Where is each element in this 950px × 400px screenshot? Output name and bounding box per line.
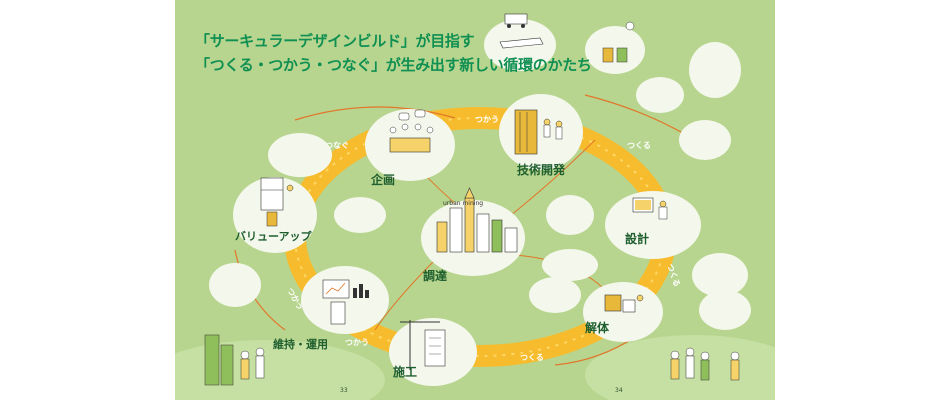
stage-label-gijutsu: 技術開発 — [517, 162, 566, 177]
satellite-bubble — [268, 133, 332, 177]
valueup-illustration — [260, 177, 294, 227]
urban-mining-label: urban mining — [443, 200, 483, 207]
title-line-2: 「つくる・つかう・つなぐ」が生み出す新しい循環のかたち — [195, 56, 592, 74]
page-number-right: 34 — [615, 387, 623, 394]
satellite-bubble — [585, 26, 645, 74]
satellite-bubble — [689, 42, 741, 98]
cycle-label: つくる — [520, 353, 544, 362]
spread-page: つかう つくる つくる つくる つかう つかう つなぐ — [175, 0, 775, 400]
tech-illustration — [514, 109, 563, 155]
satellite-bubble — [699, 290, 751, 330]
city-illustration — [436, 187, 518, 253]
cycle-diagram: つかう つくる つくる つくる つかう つかう つなぐ — [175, 13, 775, 400]
maintenance-illustration — [322, 279, 369, 325]
flow-arrow — [504, 139, 596, 221]
stage-label-kikaku: 企画 — [370, 172, 395, 187]
title-line-1: 「サーキュラーデザインビルド」が目指す — [195, 32, 475, 50]
satellite-bubble — [679, 120, 731, 160]
stage-label-value: バリューアップ — [235, 229, 313, 243]
stage-label-iji: 維持・運用 — [273, 337, 328, 351]
page-number-left: 33 — [340, 387, 348, 394]
design-illustration — [632, 197, 668, 220]
top-illustrations — [499, 13, 635, 63]
demolition-illustration — [604, 294, 644, 313]
flow-arrow — [294, 106, 456, 121]
cycle-label: つかう — [345, 338, 369, 347]
stage-label-sekkei: 設計 — [625, 231, 649, 246]
ground-blob — [585, 335, 775, 400]
stage-label-seko: 施工 — [393, 364, 417, 379]
cycle-label: つなぐ — [325, 141, 349, 150]
satellite-bubble — [529, 277, 581, 313]
stage-label-kaitai: 解体 — [585, 320, 610, 335]
satellite-bubble — [334, 197, 386, 233]
satellite-bubble — [542, 249, 598, 281]
cycle-label: つくる — [627, 141, 651, 150]
satellite-bubble — [636, 77, 684, 113]
meeting-illustration — [389, 109, 434, 153]
cycle-label: つかう — [475, 115, 499, 124]
cycle-label: つくる — [665, 263, 682, 288]
people-illustration-right — [670, 347, 740, 381]
people-illustration — [204, 334, 265, 386]
bubble-sekkei — [605, 191, 701, 259]
satellite-bubble — [546, 195, 594, 235]
construction-illustration — [400, 320, 446, 370]
satellite-bubble — [692, 253, 748, 297]
bubble-gijutsu — [499, 94, 583, 170]
satellite-bubble — [209, 263, 261, 307]
flow-arrow — [374, 259, 436, 331]
stage-label-chotatsu: 調達 — [423, 268, 447, 283]
